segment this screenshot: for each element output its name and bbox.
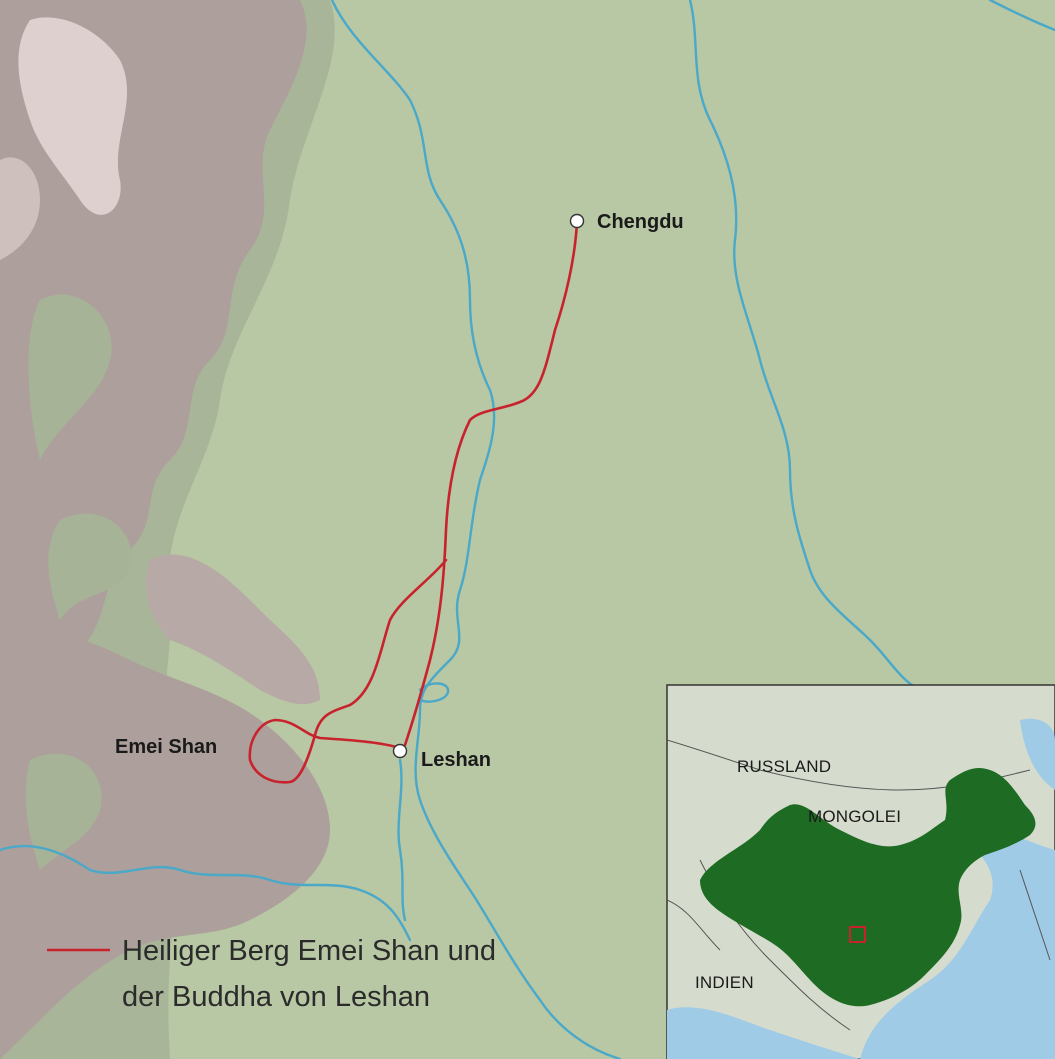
inset-sea-east: [1020, 718, 1055, 790]
route-loop-west: [248, 558, 448, 784]
inset-location-marker: [849, 926, 866, 943]
chengdu-marker[interactable]: [569, 213, 585, 229]
river-qingyi: [397, 758, 407, 922]
inset-label-mongolei: MONGOLEI: [808, 807, 901, 826]
inset-china: [700, 768, 1036, 1007]
route: [248, 220, 579, 784]
valley: [28, 294, 112, 460]
legend-line-1: Heiliger Berg Emei Shan und: [122, 935, 496, 967]
legend-line-2: der Buddha von Leshan: [122, 981, 430, 1013]
mountain-area-south: [0, 631, 330, 1059]
inset-label-indien: INDIEN: [695, 973, 754, 992]
leshan-marker[interactable]: [392, 743, 408, 759]
river-northeast: [988, 0, 1055, 32]
river-eastern: [688, 0, 922, 692]
mountain-area: [0, 0, 307, 1040]
river-dadu: [0, 844, 412, 942]
leshan-label: Leshan: [421, 749, 491, 771]
mountain-ridge: [146, 554, 320, 705]
emei-shan-label: Emei Shan: [115, 736, 217, 758]
inset-label-russland: RUSSLAND: [737, 757, 831, 776]
chengdu-label: Chengdu: [597, 211, 684, 233]
river-loop: [418, 682, 450, 703]
route-chengdu-leshan: [403, 220, 579, 747]
inset-map: RUSSLAND MONGOLEI INDIEN: [666, 684, 1055, 1059]
inset-sea-south: [667, 1007, 860, 1059]
valley: [25, 753, 102, 870]
mountain-peak: [18, 17, 128, 215]
inset-sea: [860, 827, 1055, 1059]
mountain-peak: [0, 157, 40, 260]
valley: [48, 513, 132, 620]
river-min: [330, 0, 622, 1059]
